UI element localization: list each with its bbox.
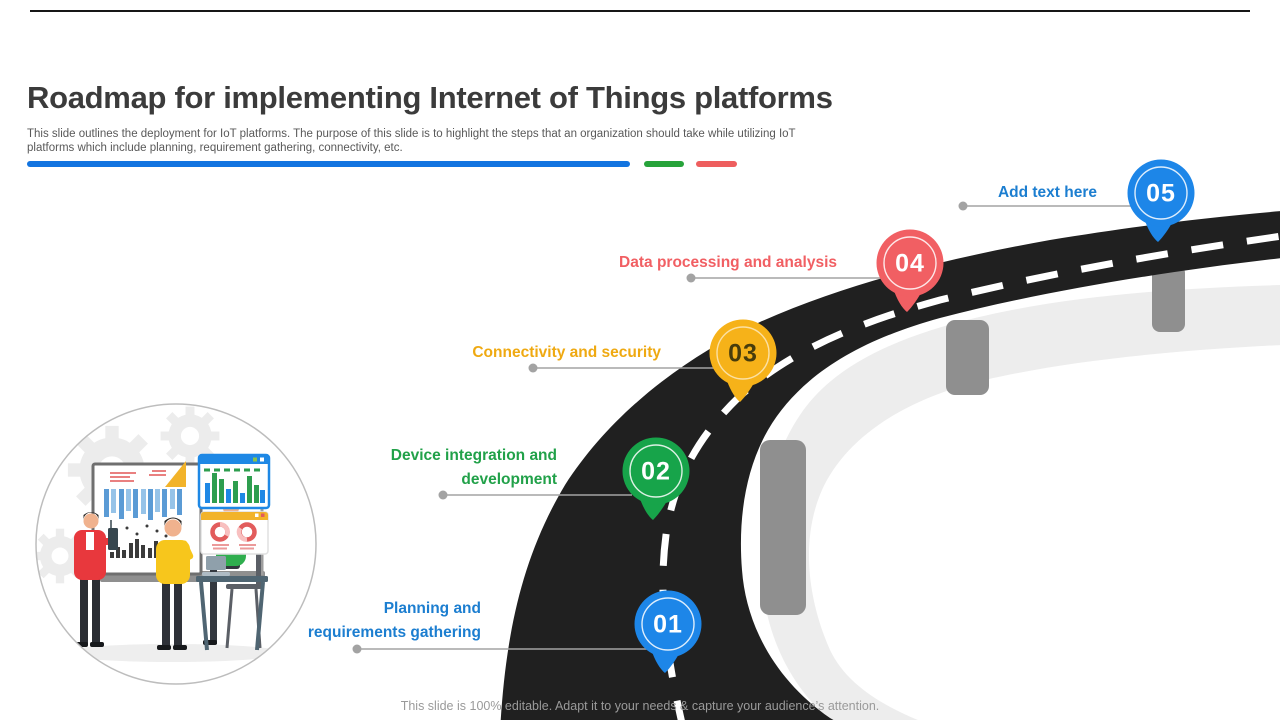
- pin-ring: [716, 326, 770, 380]
- milestone-label-line: Connectivity and security: [472, 344, 661, 361]
- pin-ring: [883, 236, 937, 290]
- page-title: Roadmap for implementing Internet of Thi…: [27, 80, 833, 115]
- pin-circle: [622, 437, 690, 505]
- connector-dot: [528, 363, 538, 373]
- pin-05: 05: [1127, 159, 1195, 242]
- road: [500, 211, 1280, 720]
- bridge-pillar: [946, 320, 989, 395]
- connector-dot: [686, 273, 696, 283]
- pin-03: 03: [709, 319, 777, 402]
- connector-dot: [958, 201, 968, 211]
- milestone-label-data-processing: Data processing and analysis: [619, 251, 837, 275]
- top-rule: [30, 10, 1250, 12]
- milestone-label-line: Add text here: [997, 184, 1097, 201]
- pin-ring: [641, 597, 695, 651]
- milestone-label-line: Device integration and: [390, 447, 557, 464]
- pin-number: 01: [653, 611, 683, 639]
- pin-ring: [1134, 166, 1188, 220]
- slide-description-line1: This slide outlines the deployment for I…: [27, 128, 796, 140]
- team-analytics-illustration: [35, 403, 317, 685]
- milestone-label-device-integration: Device integration and development: [391, 444, 557, 492]
- flag-triangle: [165, 461, 186, 487]
- connectors: [352, 201, 1132, 654]
- milestone-label-line: development: [461, 471, 557, 488]
- illustration-circle-border: [35, 403, 317, 685]
- slide-description: This slide outlines the deployment for I…: [27, 127, 887, 155]
- road-shadow-swoosh: [761, 285, 1280, 720]
- pin-02: 02: [622, 437, 690, 520]
- person-red-jacket: [74, 512, 118, 647]
- bridge-pillar: [760, 440, 806, 615]
- pin-number: 04: [895, 250, 925, 278]
- milestone-pins: 01 02 03 04: [622, 159, 1195, 673]
- connector-dot: [352, 644, 362, 654]
- milestone-label-line: Data processing and analysis: [619, 254, 837, 271]
- pin-circle: [876, 229, 944, 297]
- bridge-pillar: [1152, 265, 1185, 332]
- analytics-panel-bar-chart: [197, 453, 271, 510]
- slide-description-line2: platforms which include planning, requir…: [27, 142, 403, 154]
- pin-circle: [709, 319, 777, 387]
- ground-shadow: [60, 644, 284, 662]
- divider-bar-red: [696, 161, 737, 167]
- pin-01: 01: [634, 590, 702, 673]
- divider-bar-green: [644, 161, 684, 167]
- pin-circle: [634, 590, 702, 658]
- bridge-pillars: [760, 265, 1185, 615]
- milestone-label-add-text-placeholder[interactable]: Add text here: [998, 181, 1097, 205]
- pin-number: 03: [728, 340, 758, 368]
- pin-04: 04: [876, 229, 944, 312]
- pin-number: 05: [1146, 180, 1176, 208]
- divider-bar-blue: [27, 161, 630, 167]
- milestone-label-connectivity: Connectivity and security: [472, 341, 661, 365]
- blue-bar-chart: [104, 489, 182, 520]
- pin-circle: [1127, 159, 1195, 227]
- analytics-panel-donut-charts: [200, 511, 269, 555]
- footer-note: This slide is 100% editable. Adapt it to…: [400, 699, 880, 713]
- pin-ring: [629, 444, 683, 498]
- milestone-label-planning: Planning and requirements gathering: [308, 597, 481, 645]
- pin-number: 02: [641, 458, 671, 486]
- connector-dot: [438, 490, 448, 500]
- milestone-label-line: requirements gathering: [307, 624, 481, 641]
- milestone-label-line: Planning and: [383, 600, 481, 617]
- person-yellow-shirt: [156, 517, 194, 650]
